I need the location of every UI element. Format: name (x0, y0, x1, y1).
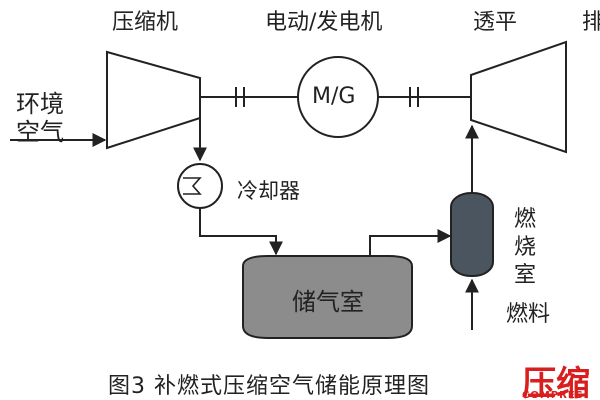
storage-shape (242, 255, 413, 339)
storage-to-combustor-line (369, 229, 452, 256)
mg-symbol: M/G (312, 84, 356, 109)
storage-label: 储气室 (292, 288, 364, 316)
combustor-shape (450, 192, 494, 277)
cooler-coil (183, 177, 202, 195)
ambient-air-label-line1: 环境 (16, 90, 64, 118)
cooler-shape (177, 163, 223, 209)
compressor-label: 压缩机 (112, 10, 179, 35)
combustor-label-line2: 烧 (514, 235, 537, 260)
figure-caption: 图3 补燃式压缩空气储能原理图 (108, 374, 430, 399)
cooler-label: 冷却器 (237, 179, 300, 203)
combustor-label-line3: 室 (514, 263, 537, 288)
watermark-subtext: COMPRES (522, 390, 584, 400)
cooler-to-storage-line (199, 208, 283, 256)
fuel-label: 燃料 (506, 302, 551, 327)
combustor-label-line1: 燃 (514, 207, 537, 232)
ambient-air-label-line2: 空气 (16, 118, 64, 146)
turbine-shape (470, 40, 567, 154)
motor-generator-label: 电动/发电机 (265, 10, 383, 35)
turbine-label: 透平 (473, 10, 518, 35)
exhaust-label: 排 (582, 10, 600, 35)
compressor-shape (106, 50, 201, 150)
watermark-logo: 压缩 (522, 364, 590, 400)
